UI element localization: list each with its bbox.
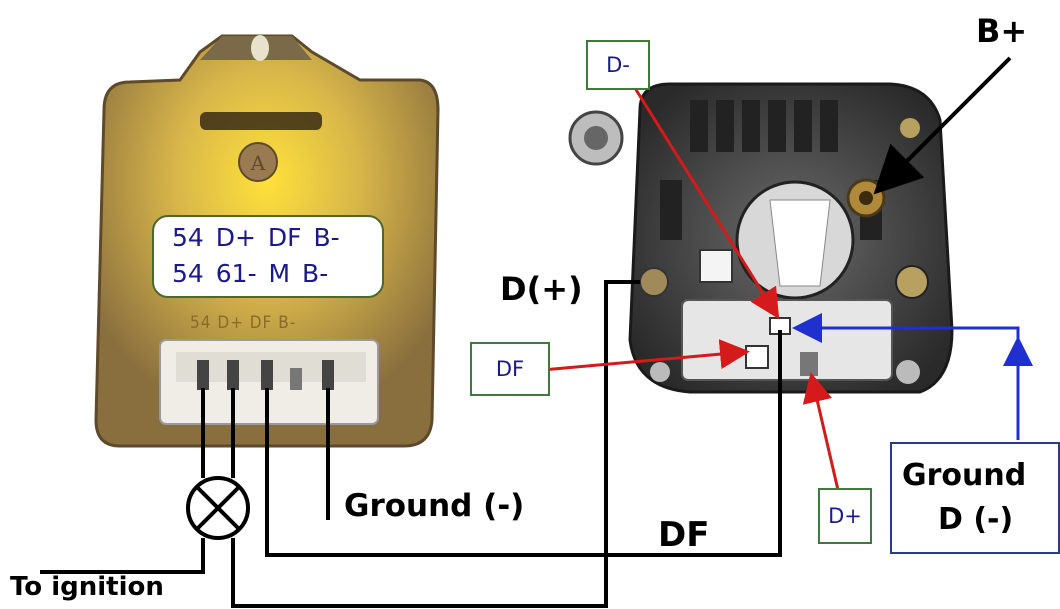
wiring	[40, 280, 782, 608]
alternator	[568, 82, 954, 394]
warning-lamp-icon	[186, 476, 250, 540]
callout-d-plus: D+	[818, 488, 872, 544]
label-ground-minus: Ground (-)	[344, 488, 525, 524]
label-b-plus: B+	[976, 12, 1028, 50]
red-arrows	[519, 71, 840, 491]
callout-df: DF	[470, 342, 550, 396]
ground-box-line-2: D (-)	[938, 502, 1014, 537]
blue-arrows	[792, 313, 1033, 440]
pin-markings: 54 D+ DF B-	[190, 313, 297, 333]
label-d-plus-paren: D(+)	[500, 270, 583, 308]
svg-text:A: A	[250, 151, 266, 175]
ground-box-line-1: Ground	[902, 458, 1027, 493]
label-to-ignition: To ignition	[10, 572, 164, 602]
terminal-label-box: 54 D+ DF B- 54 61- M B-	[152, 215, 384, 298]
ground-d-minus-box: Ground D (-)	[890, 442, 1060, 554]
terminal-row-1: 54 D+ DF B-	[172, 223, 340, 252]
b-plus-arrow	[873, 56, 1012, 195]
callout-d-minus: D-	[586, 40, 650, 90]
terminal-row-2: 54 61- M B-	[172, 259, 329, 288]
label-df: DF	[658, 515, 710, 555]
